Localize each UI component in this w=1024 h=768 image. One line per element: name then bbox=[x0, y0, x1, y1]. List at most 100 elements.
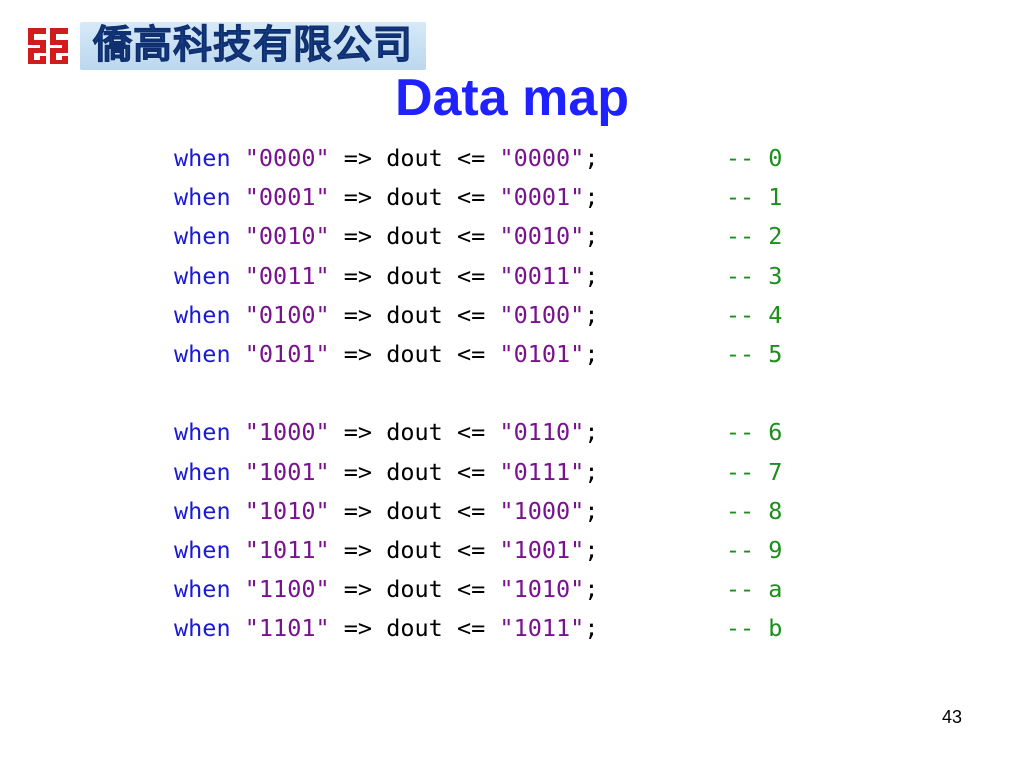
code-semicolon: ; bbox=[584, 222, 599, 251]
code-assignment: => dout <= bbox=[329, 183, 500, 212]
code-gap bbox=[598, 183, 725, 211]
code-assignment: => dout <= bbox=[329, 222, 500, 251]
code-comment: -- 3 bbox=[725, 261, 783, 290]
code-line: when "0010" => dout <= "0010"; -- 2 bbox=[174, 217, 782, 256]
code-comment: -- 6 bbox=[725, 418, 783, 447]
code-keyword: when bbox=[174, 144, 231, 172]
code-selector: "0100" bbox=[244, 300, 330, 329]
code-gap bbox=[598, 497, 725, 525]
code-line: when "1011" => dout <= "1001"; -- 9 bbox=[174, 531, 782, 570]
code-value: "1000" bbox=[499, 496, 585, 525]
code-keyword: when bbox=[174, 575, 231, 604]
code-semicolon: ; bbox=[584, 535, 599, 564]
code-value: "0001" bbox=[499, 183, 585, 212]
code-line: when "1101" => dout <= "1011"; -- b bbox=[174, 609, 782, 648]
code-gap bbox=[598, 458, 725, 486]
code-semicolon: ; bbox=[584, 614, 599, 643]
code-selector: "1011" bbox=[244, 535, 330, 564]
code-value: "1001" bbox=[499, 535, 585, 564]
code-gap bbox=[598, 536, 725, 564]
code-space bbox=[231, 144, 245, 172]
code-assignment: => dout <= bbox=[329, 614, 500, 643]
code-semicolon: ; bbox=[584, 457, 599, 486]
code-value: "1011" bbox=[499, 614, 585, 643]
code-space bbox=[231, 262, 245, 290]
code-gap bbox=[598, 222, 725, 250]
code-selector: "1001" bbox=[244, 457, 330, 486]
code-space bbox=[231, 497, 245, 525]
code-assignment: => dout <= bbox=[329, 339, 500, 368]
code-keyword: when bbox=[174, 222, 231, 251]
code-selector: "0010" bbox=[244, 222, 330, 251]
code-line: when "0000" => dout <= "0000"; -- 0 bbox=[174, 139, 782, 178]
code-keyword: when bbox=[174, 457, 231, 486]
code-semicolon: ; bbox=[584, 339, 599, 368]
code-semicolon: ; bbox=[584, 418, 599, 447]
code-assignment: => dout <= bbox=[329, 575, 500, 604]
code-assignment: => dout <= bbox=[329, 496, 500, 525]
code-assignment: => dout <= bbox=[329, 144, 500, 172]
code-semicolon: ; bbox=[584, 261, 599, 290]
code-keyword: when bbox=[174, 339, 231, 368]
code-gap bbox=[598, 144, 725, 172]
code-selector: "1010" bbox=[244, 496, 330, 525]
code-keyword: when bbox=[174, 535, 231, 564]
company-logo: 僑高科技有限公司 bbox=[26, 22, 430, 70]
code-space bbox=[231, 340, 245, 368]
logo-mark-icon bbox=[26, 24, 70, 68]
code-keyword: when bbox=[174, 496, 231, 525]
code-selector: "0000" bbox=[244, 144, 330, 172]
company-name: 僑高科技有限公司 bbox=[80, 22, 426, 70]
code-semicolon: ; bbox=[584, 300, 599, 329]
code-assignment: => dout <= bbox=[329, 535, 500, 564]
code-semicolon: ; bbox=[584, 496, 599, 525]
code-selector: "1000" bbox=[244, 418, 330, 447]
code-value: "0011" bbox=[499, 261, 585, 290]
code-comment: -- 1 bbox=[725, 183, 783, 212]
code-assignment: => dout <= bbox=[329, 261, 500, 290]
code-assignment: => dout <= bbox=[329, 418, 500, 447]
code-comment: -- 4 bbox=[725, 300, 783, 329]
page-number: 43 bbox=[941, 707, 962, 727]
code-line: when "0011" => dout <= "0011"; -- 3 bbox=[174, 257, 782, 296]
code-gap bbox=[598, 614, 725, 642]
code-selector: "1100" bbox=[244, 575, 330, 604]
code-keyword: when bbox=[174, 614, 231, 643]
code-comment: -- 2 bbox=[725, 222, 783, 251]
code-value: "0010" bbox=[499, 222, 585, 251]
code-selector: "0101" bbox=[244, 339, 330, 368]
code-keyword: when bbox=[174, 183, 231, 212]
code-value: "0101" bbox=[499, 339, 585, 368]
code-blank-line bbox=[174, 374, 782, 413]
code-comment: -- 7 bbox=[725, 457, 783, 486]
code-gap bbox=[598, 575, 725, 603]
code-keyword: when bbox=[174, 418, 231, 447]
code-space bbox=[231, 614, 245, 642]
code-line: when "1001" => dout <= "0111"; -- 7 bbox=[174, 453, 782, 492]
code-comment: -- b bbox=[725, 614, 783, 643]
code-line: when "1000" => dout <= "0110"; -- 6 bbox=[174, 413, 782, 452]
code-semicolon: ; bbox=[584, 183, 599, 212]
code-gap bbox=[598, 340, 725, 368]
code-line: when "1100" => dout <= "1010"; -- a bbox=[174, 570, 782, 609]
slide-title: Data map bbox=[394, 69, 630, 127]
code-line: when "0100" => dout <= "0100"; -- 4 bbox=[174, 296, 782, 335]
code-gap bbox=[598, 418, 725, 446]
code-space bbox=[231, 418, 245, 446]
code-comment: -- 8 bbox=[725, 496, 783, 525]
code-line: when "1010" => dout <= "1000"; -- 8 bbox=[174, 492, 782, 531]
code-value: "0110" bbox=[499, 418, 585, 447]
code-selector: "0001" bbox=[244, 183, 330, 212]
code-value: "1010" bbox=[499, 575, 585, 604]
code-assignment: => dout <= bbox=[329, 457, 500, 486]
code-keyword: when bbox=[174, 300, 231, 329]
code-comment: -- 5 bbox=[725, 339, 783, 368]
code-gap bbox=[598, 301, 725, 329]
code-value: "0111" bbox=[499, 457, 585, 486]
code-semicolon: ; bbox=[584, 144, 599, 172]
code-space bbox=[231, 222, 245, 250]
code-comment: -- 9 bbox=[725, 535, 783, 564]
code-space bbox=[231, 536, 245, 564]
code-value: "0000" bbox=[499, 144, 585, 172]
